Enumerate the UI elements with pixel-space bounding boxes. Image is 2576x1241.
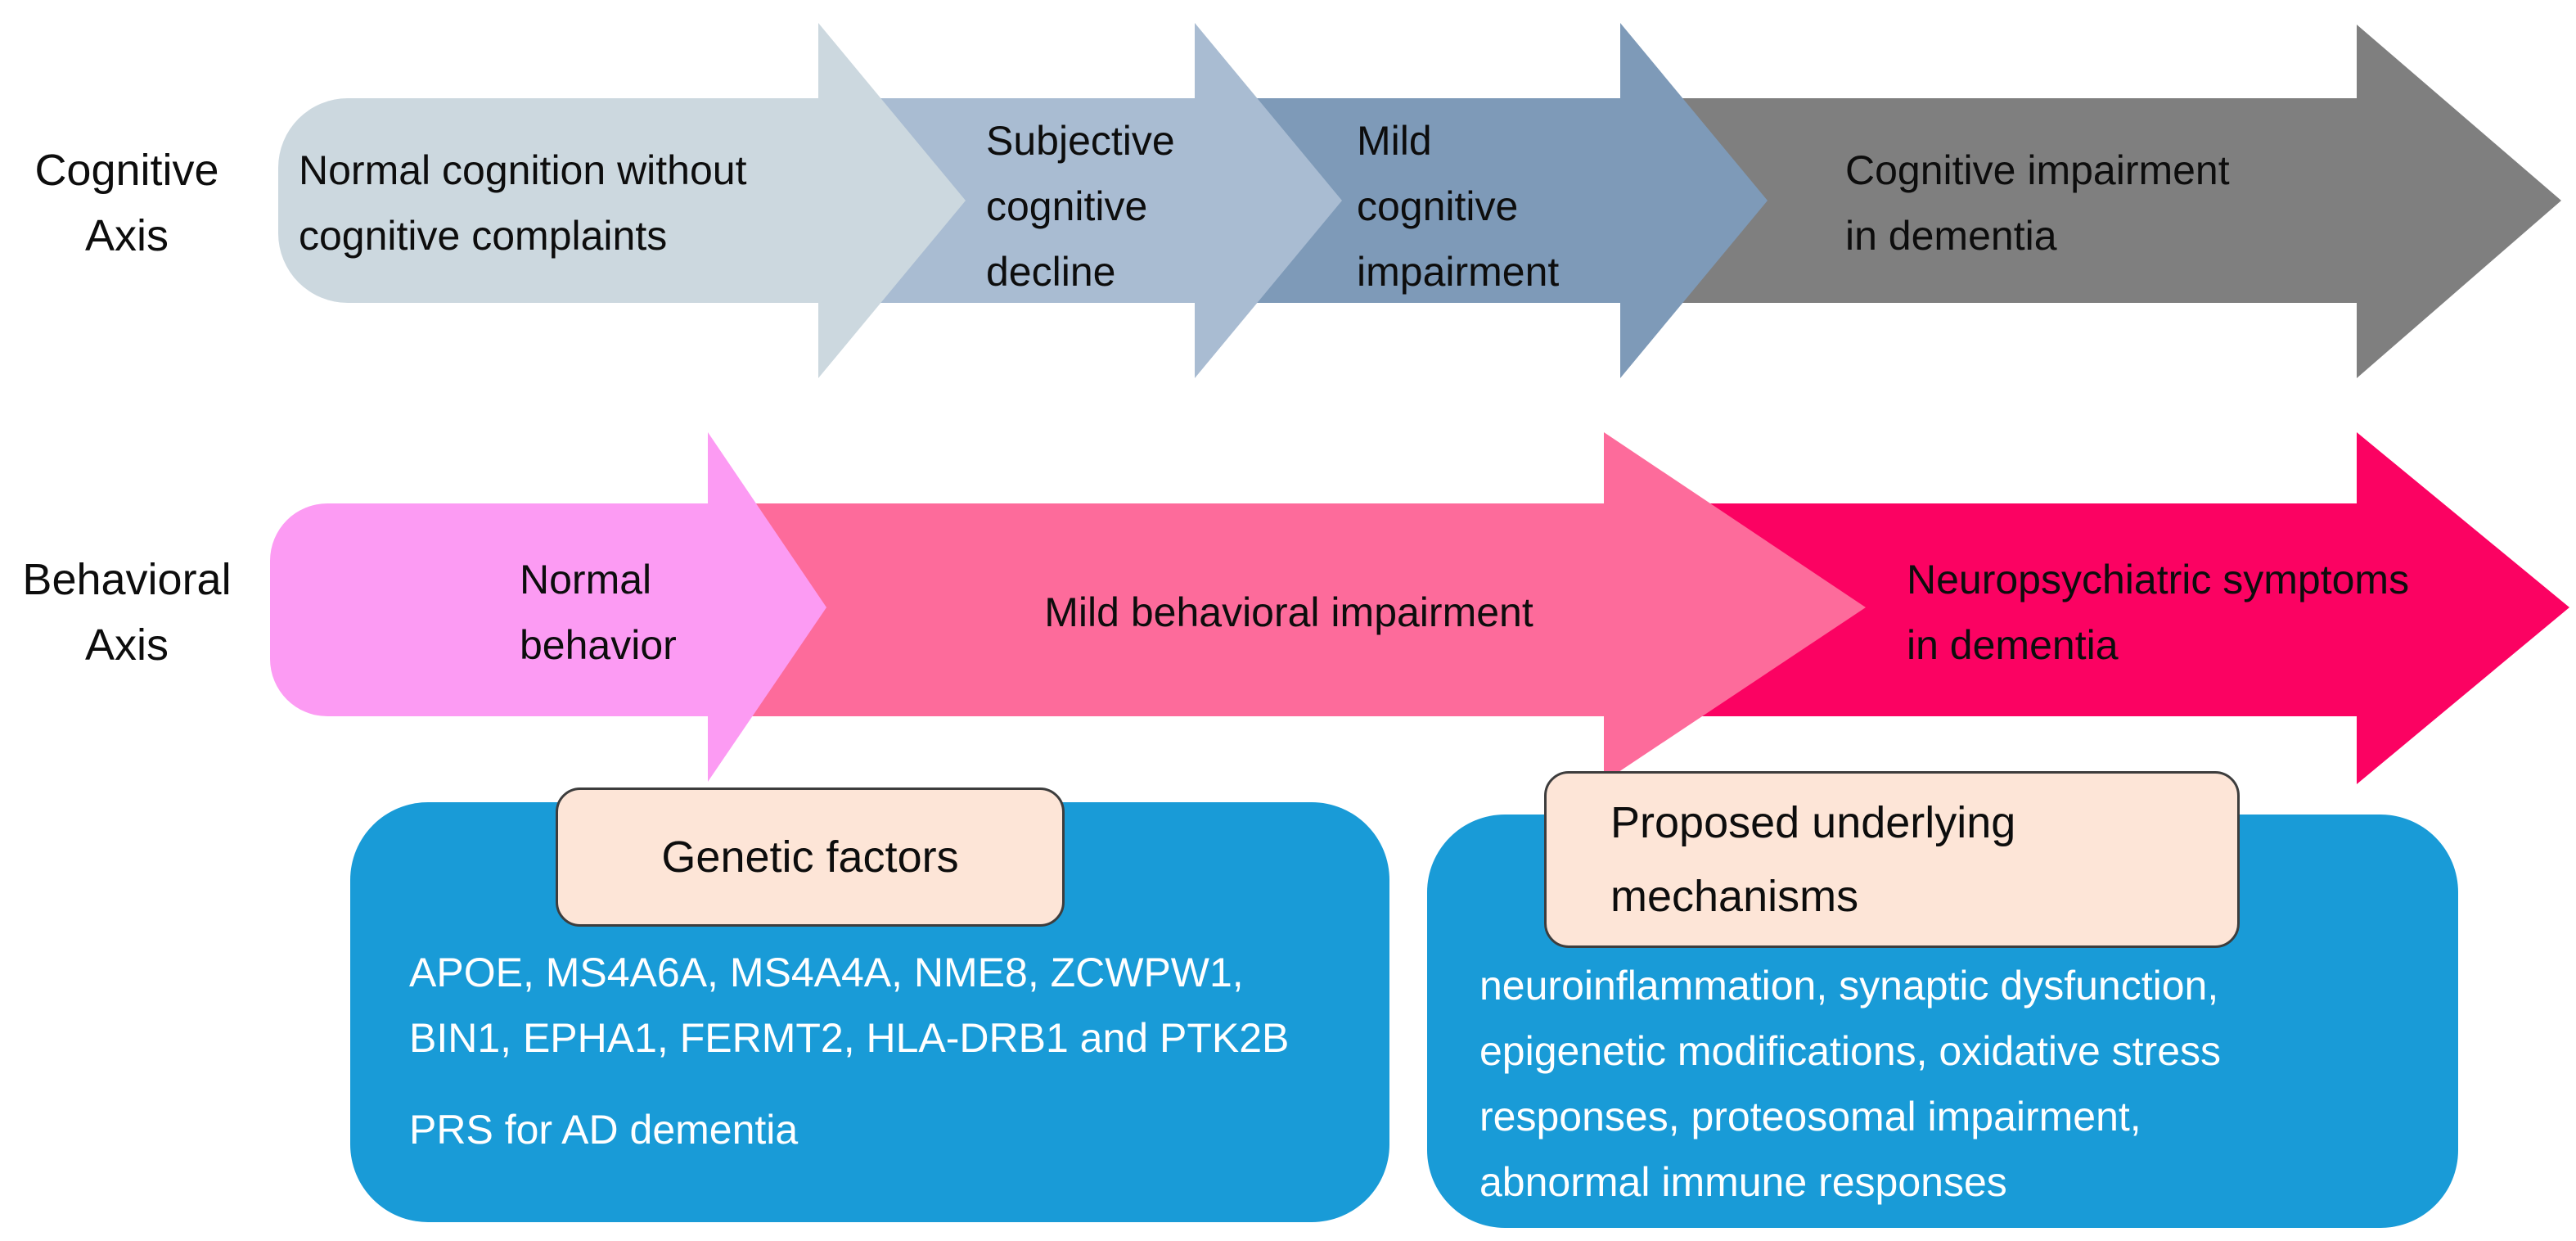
gene-list-line2: BIN1, EPHA1, FERMT2, HLA-DRB1 and PTK2B: [409, 1015, 1290, 1061]
cognitive-stage1-line2: cognitive complaints: [299, 213, 668, 259]
cognitive-stage4-line1: Cognitive impairment: [1845, 147, 2230, 193]
cognitive-stage3-arrow-shape: [1195, 23, 1768, 378]
cognitive-axis-label: Cognitive Axis: [0, 138, 254, 269]
cognitive-stage3-line1: Mild: [1357, 118, 1432, 164]
cognitive-stage3-line3: impairment: [1357, 249, 1560, 295]
mechanisms-tab-label: Proposed underlying mechanisms: [1610, 786, 2015, 933]
mechanisms-body-text: neuroinflammation, synaptic dysfunction,…: [1479, 953, 2221, 1215]
cognitive-stage3-label: Mild cognitive impairment: [1357, 108, 1559, 305]
behavioral-axis-label-line2: Axis: [84, 620, 169, 670]
cognitive-stage1-arrow-shape: [278, 23, 966, 378]
behavioral-stage2-label: Mild behavioral impairment: [1044, 589, 1533, 635]
cognitive-stage4-arrow-shape: [1596, 25, 2561, 378]
cognitive-stage2-line1: Subjective: [986, 118, 1175, 164]
cognitive-stage1-line1: Normal cognition without: [299, 147, 747, 193]
mechanisms-tab-line2: mechanisms: [1610, 872, 1859, 921]
genetic-factors-tab: Genetic factors: [556, 787, 1065, 927]
behavioral-stage1-line1: Normal: [520, 557, 652, 602]
mechanisms-line2: epigenetic modifications, oxidative stre…: [1479, 1028, 2222, 1074]
genetic-factors-prs-text: PRS for AD dementia: [409, 1107, 799, 1153]
behavioral-stage1-label: Normal behavior: [520, 547, 677, 678]
cognitive-stage2-line3: decline: [986, 249, 1116, 295]
cognitive-stage4-line2: in dementia: [1845, 213, 2057, 259]
behavioral-axis-label-line1: Behavioral: [22, 555, 232, 604]
cognitive-stage2-line2: cognitive: [986, 183, 1148, 229]
mechanisms-tab-line1: Proposed underlying: [1610, 798, 2016, 847]
cognitive-axis-label-line2: Axis: [84, 211, 169, 260]
cognitive-stage2-arrow-shape: [818, 23, 1342, 378]
behavioral-stage1-line2: behavior: [520, 622, 677, 668]
cognitive-stage1-label: Normal cognition without cognitive compl…: [299, 138, 747, 269]
mechanisms-tab: Proposed underlying mechanisms: [1544, 771, 2240, 948]
behavioral-stage2-arrow-shape: [708, 432, 1866, 782]
genetic-factors-tab-label: Genetic factors: [661, 833, 959, 882]
behavioral-stage3-line1: Neuropsychiatric symptoms: [1907, 557, 2410, 602]
cognitive-stage4-label: Cognitive impairment in dementia: [1845, 138, 2230, 269]
behavioral-stage3-arrow-shape: [1637, 432, 2569, 784]
mechanisms-line4: abnormal immune responses: [1479, 1159, 2007, 1205]
cognitive-axis-label-line1: Cognitive: [34, 146, 219, 195]
cognitive-stage3-line2: cognitive: [1357, 183, 1519, 229]
behavioral-stage1-arrow-shape: [270, 432, 826, 782]
behavioral-stage3-label: Neuropsychiatric symptoms in dementia: [1907, 547, 2409, 678]
behavioral-axis-label: Behavioral Axis: [0, 547, 254, 678]
genetic-factors-genes-text: APOE, MS4A6A, MS4A4A, NME8, ZCWPW1, BIN1…: [409, 940, 1289, 1071]
cognitive-stage2-label: Subjective cognitive decline: [986, 108, 1175, 305]
mechanisms-line3: responses, proteosomal impairment,: [1479, 1094, 2141, 1139]
gene-list-line1: APOE, MS4A6A, MS4A4A, NME8, ZCWPW1,: [409, 950, 1244, 995]
mechanisms-line1: neuroinflammation, synaptic dysfunction,: [1479, 963, 2219, 1009]
behavioral-stage3-line2: in dementia: [1907, 622, 2119, 668]
